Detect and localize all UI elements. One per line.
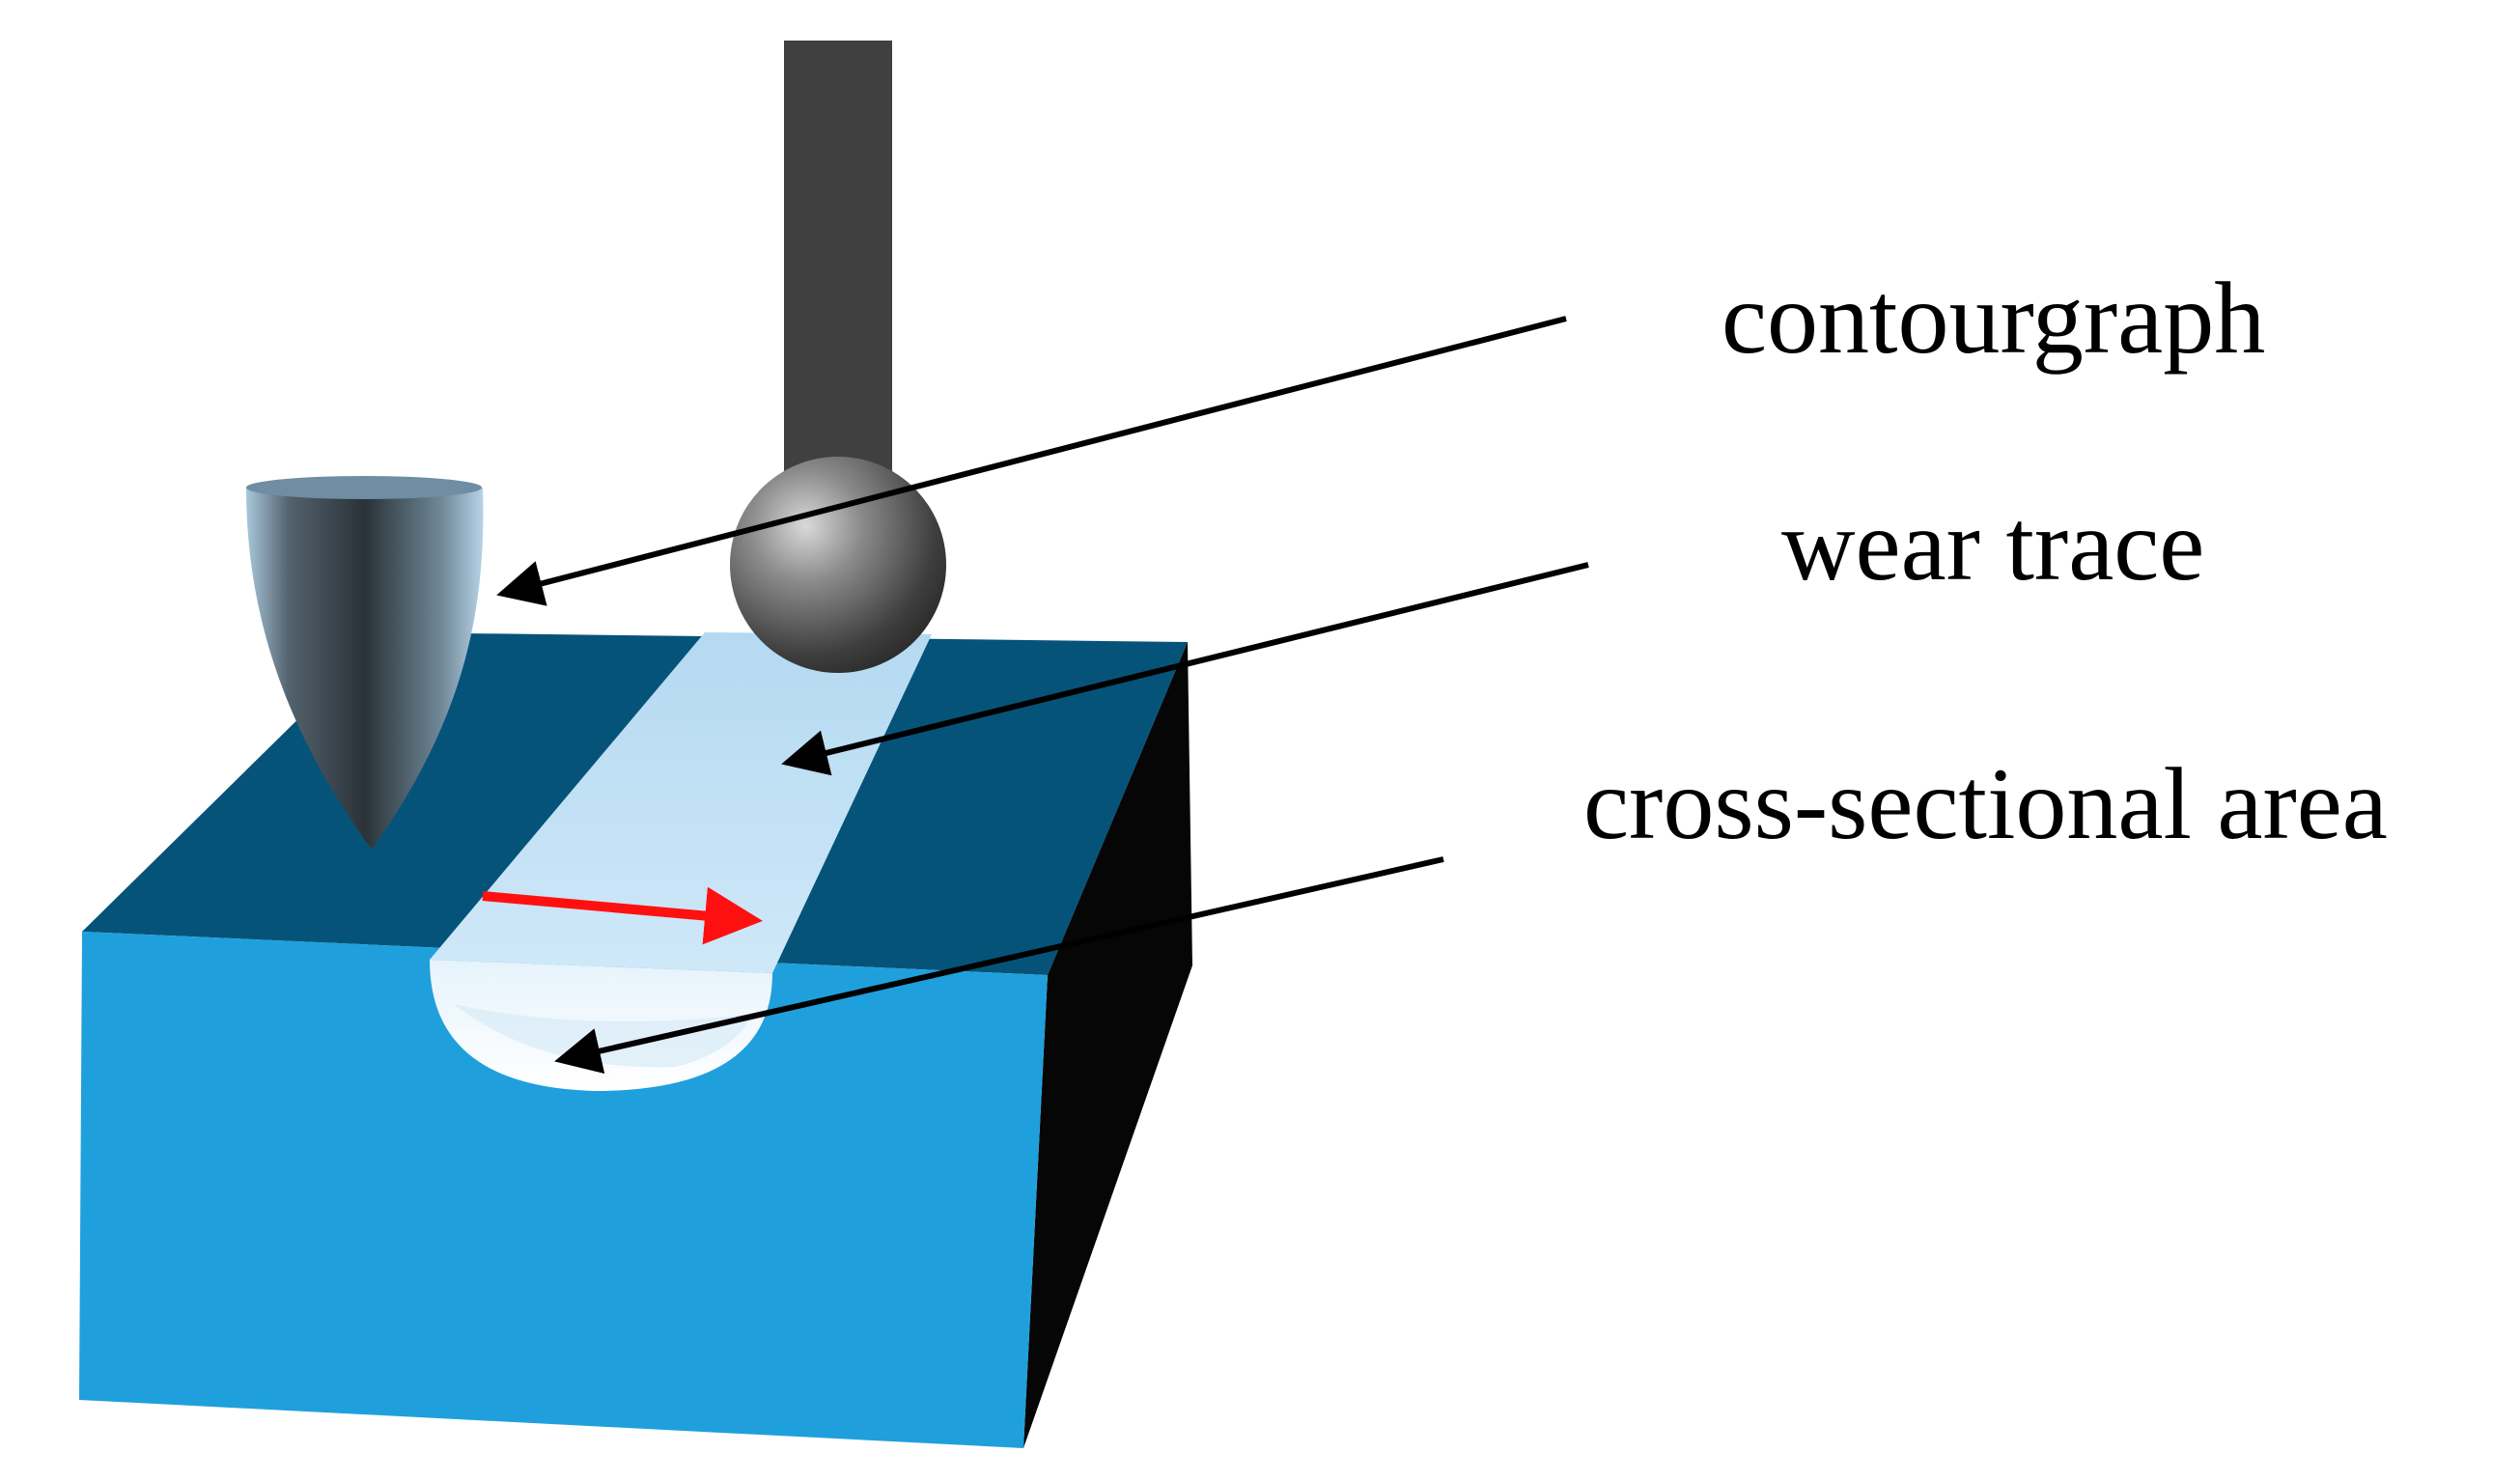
label-contourgraph: contourgraph [1722,262,2265,375]
wear-trace-pointer-arrow [781,562,1589,776]
stylus-top [246,476,482,499]
label-cross-sectional-area: cross-sectional area [1583,747,2388,860]
tribometer-ball [730,457,946,673]
sample-block [79,632,1192,1448]
wear-trace-groove [430,632,932,973]
stylus-body [246,488,484,850]
motion-arrow [482,886,763,945]
label-wear-trace: wear trace [1781,489,2204,601]
ball-tribometer [730,41,946,673]
block-side-face [1023,642,1192,1448]
block-front-face [79,932,1048,1448]
contourgraph-pointer-arrow [496,316,1567,606]
contourgraph-stylus [246,476,484,850]
tribometer-shaft [784,41,892,477]
cross-section-pointer-arrow [554,856,1444,1075]
